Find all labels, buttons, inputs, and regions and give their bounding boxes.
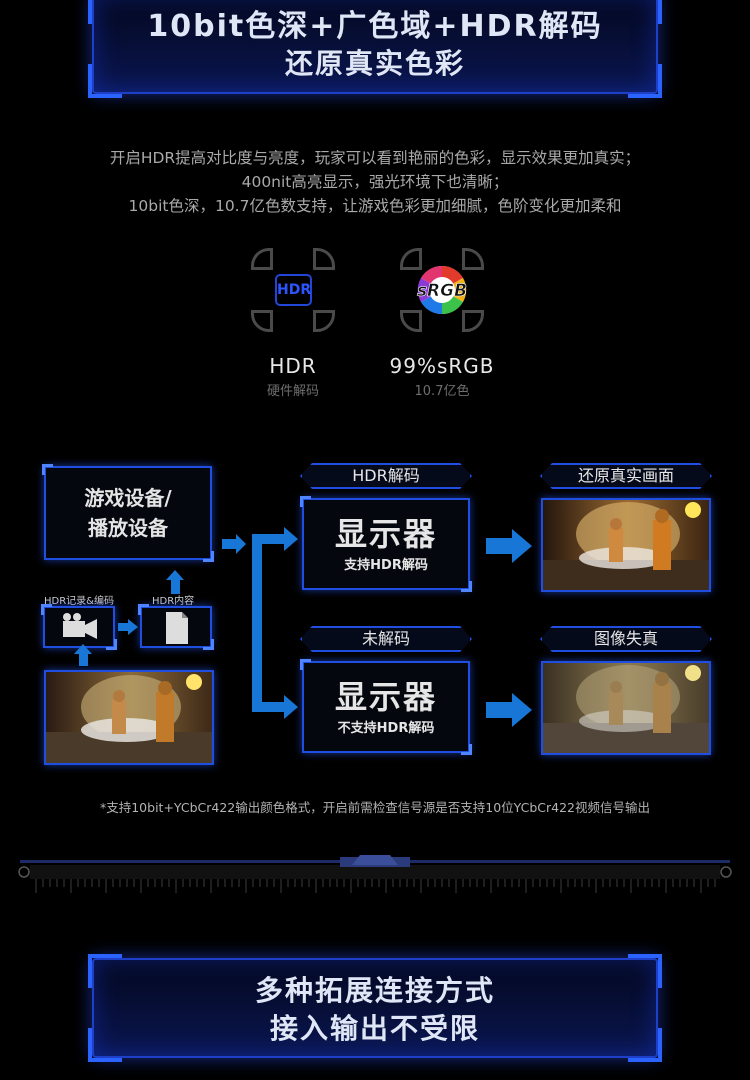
record-label: HDR记录&编码 — [44, 596, 114, 607]
banner-title-line2: 接入输出不受限 — [269, 1012, 480, 1045]
feature-title: HDR — [269, 354, 317, 378]
source-scene-image — [44, 670, 214, 765]
srgb-icon: sRGB — [400, 248, 484, 332]
display-title: 显示器 — [334, 515, 437, 553]
camera-box — [41, 604, 117, 650]
feature-hdr: HDR HDR 硬件解码 — [223, 248, 363, 399]
file-icon — [166, 612, 188, 644]
description-line: 400nit高亮显示，强光环境下也清晰； — [241, 173, 509, 191]
feature-subtitle: 10.7亿色 — [414, 384, 470, 399]
description-line: 10bit色深，10.7亿色数支持，让游戏色彩更加细腻，色阶变化更加柔和 — [128, 197, 622, 215]
feature-title: 99%sRGB — [389, 354, 495, 378]
header-banner-top: 10bit色深+广色域+HDR解码 还原真实色彩 — [88, 0, 662, 98]
tag-true-picture: 还原真实画面 — [540, 463, 712, 489]
game-scene-illustration — [543, 663, 709, 753]
description-line: 开启HDR提高对比度与亮度，玩家可以看到艳丽的色彩，显示效果更加真实； — [109, 149, 641, 167]
feature-description: 开启HDR提高对比度与亮度，玩家可以看到艳丽的色彩，显示效果更加真实； 400n… — [0, 146, 750, 218]
display-subtitle: 支持HDR解码 — [344, 558, 428, 573]
header-banner-bottom: 多种拓展连接方式 接入输出不受限 — [88, 954, 662, 1062]
tag-not-decoded: 未解码 — [300, 626, 472, 652]
feature-subtitle: 硬件解码 — [266, 384, 319, 399]
feature-srgb: sRGB 99%sRGB 10.7亿色 — [372, 248, 512, 399]
result-scene-distorted — [541, 661, 711, 755]
srgb-color-wheel: sRGB — [417, 265, 467, 315]
flow-connectors — [74, 527, 532, 727]
video-camera-icon — [63, 613, 97, 639]
content-label: HDR内容 — [152, 596, 195, 607]
display-box-unsupported: 显示器 不支持HDR解码 — [300, 659, 472, 755]
ruler-divider — [18, 855, 732, 893]
file-box — [138, 604, 214, 650]
source-label-line1: 游戏设备/ — [84, 486, 172, 510]
tag-image-distortion: 图像失真 — [540, 626, 712, 652]
footnote: *支持10bit+YCbCr422输出颜色格式，开启前需检查信号源是否支持10位… — [99, 800, 651, 815]
banner-title-line1: 10bit色深+广色域+HDR解码 — [147, 9, 603, 44]
source-device-box: 游戏设备/ 播放设备 — [42, 464, 214, 562]
display-subtitle: 不支持HDR解码 — [337, 721, 435, 736]
display-title: 显示器 — [334, 678, 437, 716]
display-box-supported: 显示器 支持HDR解码 — [300, 496, 472, 592]
banner-title-line1: 多种拓展连接方式 — [254, 974, 495, 1007]
game-scene-illustration — [46, 672, 212, 763]
game-scene-illustration — [543, 500, 709, 590]
hdr-icon: HDR — [251, 248, 335, 332]
svg-text:sRGB: sRGB — [417, 281, 467, 301]
tag-hdr-decode: HDR解码 — [300, 463, 472, 489]
result-scene-true — [541, 498, 711, 592]
banner-title-line2: 还原真实色彩 — [284, 47, 465, 80]
source-label-line2: 播放设备 — [88, 516, 168, 540]
